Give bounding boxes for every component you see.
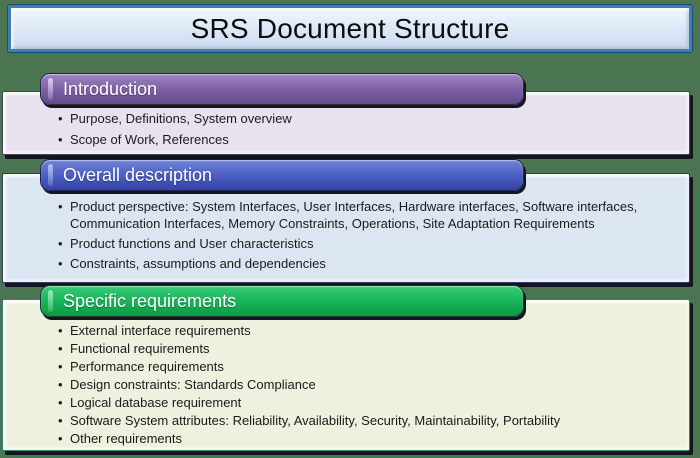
- bullet-item: Constraints, assumptions and dependencie…: [58, 255, 669, 272]
- section-panel: Product perspective: System Interfaces, …: [2, 173, 690, 283]
- bullet-item: External interface requirements: [58, 322, 669, 339]
- bullet-list: Product perspective: System Interfaces, …: [3, 174, 689, 272]
- section-heading: Overall description: [63, 164, 213, 185]
- page-title: SRS Document Structure: [190, 12, 510, 44]
- section-header-bar: Introduction: [40, 73, 524, 105]
- header-accent-stripe-icon: [48, 78, 53, 100]
- section-heading: Specific requirements: [63, 290, 237, 311]
- section-panel: External interface requirementsFunctiona…: [2, 299, 690, 451]
- bullet-item: Purpose, Definitions, System overview: [58, 110, 669, 127]
- header-accent-stripe-icon: [48, 290, 53, 312]
- bullet-item: Performance requirements: [58, 358, 669, 375]
- section-header-bar: Specific requirements: [40, 285, 524, 317]
- bullet-item: Design constraints: Standards Compliance: [58, 376, 669, 393]
- bullet-item: Functional requirements: [58, 340, 669, 357]
- bullet-list: External interface requirementsFunctiona…: [3, 300, 689, 447]
- section-header-bar: Overall description: [40, 159, 524, 191]
- bullet-item: Logical database requirement: [58, 394, 669, 411]
- bullet-item: Other requirements: [58, 430, 669, 447]
- bullet-item: Product perspective: System Interfaces, …: [58, 198, 669, 232]
- bullet-item: Product functions and User characteristi…: [58, 235, 669, 252]
- bullet-item: Software System attributes: Reliability,…: [58, 412, 669, 429]
- title-bar: SRS Document Structure: [8, 5, 692, 52]
- bullet-item: Scope of Work, References: [58, 131, 669, 148]
- header-accent-stripe-icon: [48, 164, 53, 186]
- section-heading: Introduction: [63, 78, 158, 99]
- bullet-list: Purpose, Definitions, System overviewSco…: [3, 92, 689, 148]
